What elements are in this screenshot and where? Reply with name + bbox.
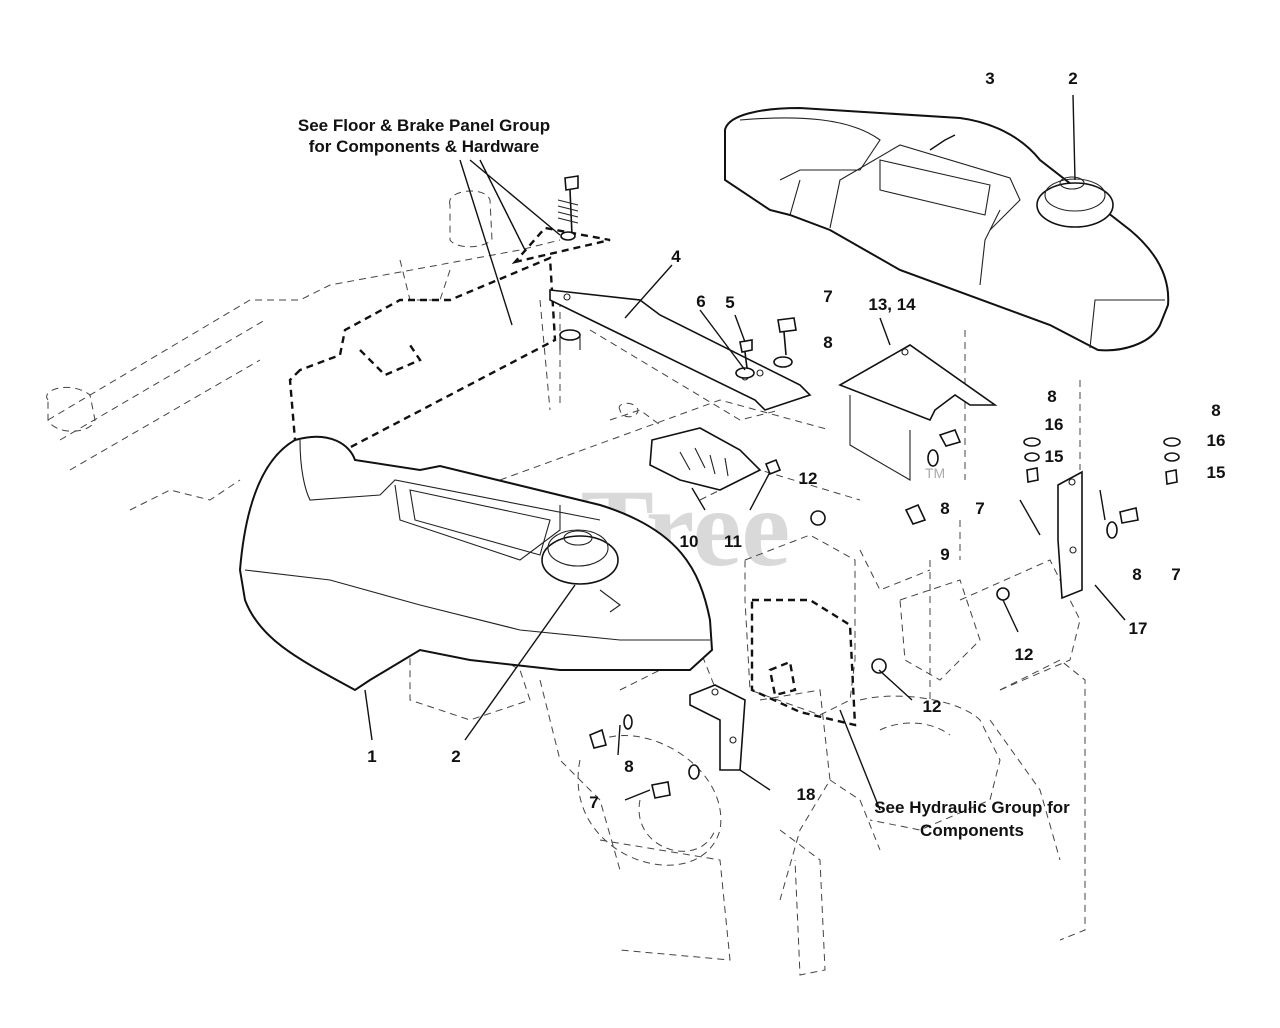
note-floor-brake-line2: for Components & Hardware	[309, 137, 539, 156]
callout-15-b: 15	[1207, 463, 1226, 482]
note-hydraulic: See Hydraulic Group for Components	[874, 798, 1070, 840]
hydraulic-box-outline	[744, 534, 857, 727]
callout-3: 3	[985, 69, 994, 88]
slotted-guard-plate	[649, 427, 762, 491]
callout-12-c: 12	[923, 697, 942, 716]
callout-7-a: 7	[823, 287, 832, 306]
callout-17: 17	[1129, 619, 1148, 638]
callout-8-a: 8	[823, 333, 832, 352]
callout-9: 9	[940, 545, 949, 564]
callout-5: 5	[725, 293, 734, 312]
callout-7-b: 7	[975, 499, 984, 518]
leader-lines	[364, 94, 1126, 811]
note-floor-brake-line1: See Floor & Brake Panel Group	[298, 116, 550, 135]
bracket-17	[1057, 470, 1083, 600]
note-hydraulic-line1: See Hydraulic Group for	[874, 798, 1070, 817]
mounting-plate	[838, 344, 998, 481]
callout-7-c: 7	[1171, 565, 1180, 584]
callout-6: 6	[696, 292, 705, 311]
callout-8-f: 8	[624, 757, 633, 776]
hardware	[557, 175, 1181, 799]
callout-16-b: 16	[1207, 431, 1226, 450]
seat-bracket	[549, 289, 812, 411]
callout-15-a: 15	[1045, 447, 1064, 466]
callout-1: 1	[367, 747, 376, 766]
callout-8-e: 8	[1132, 565, 1141, 584]
callout-12-a: 12	[799, 469, 818, 488]
note-floor-brake: See Floor & Brake Panel Group for Compon…	[298, 116, 550, 156]
callout-2-right: 2	[1068, 69, 1077, 88]
left-fender-tank	[238, 435, 714, 692]
frame-outline	[46, 190, 1086, 976]
bracket-18	[689, 684, 746, 771]
note-hydraulic-line2: Components	[920, 821, 1024, 840]
callout-8-d: 8	[940, 499, 949, 518]
floor-panel-outline	[288, 226, 611, 452]
callout-11: 11	[724, 532, 742, 551]
callout-8-b: 8	[1047, 387, 1056, 406]
callout-8-c: 8	[1211, 401, 1220, 420]
callout-12-b: 12	[1015, 645, 1034, 664]
callout-13-14: 13, 14	[868, 295, 916, 314]
callout-4: 4	[671, 247, 681, 266]
callout-10: 10	[680, 532, 699, 551]
right-fender-tank	[724, 106, 1170, 352]
callout-7-d: 7	[589, 793, 598, 812]
watermark-trademark: TM	[925, 465, 945, 481]
callout-18: 18	[797, 785, 816, 804]
callout-2-left: 2	[451, 747, 460, 766]
callouts: 1 2 2 3 4 5 6 7 7 7 7 8 8 8 8 8 8 9 10 1…	[367, 69, 1225, 812]
callout-16-a: 16	[1045, 415, 1064, 434]
